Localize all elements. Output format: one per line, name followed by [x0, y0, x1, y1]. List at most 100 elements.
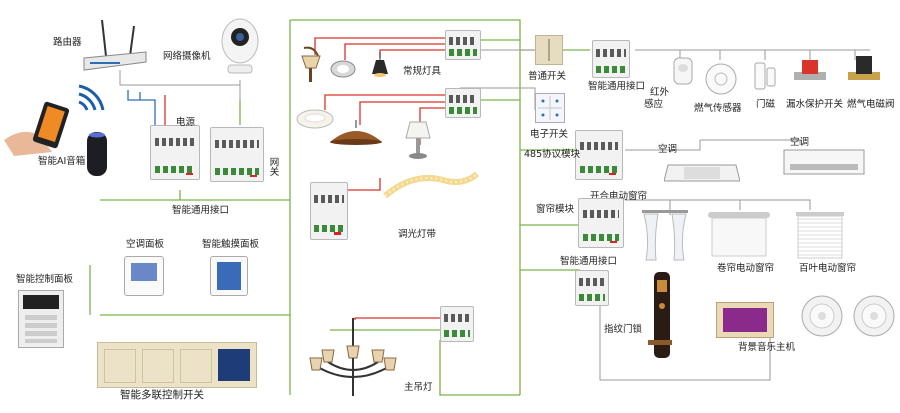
wifi-icon [78, 84, 105, 111]
aircon-label-2: 空调 [790, 137, 810, 148]
multi-switch-label: 智能多联控制开关 [120, 389, 204, 401]
multi-switch-device [97, 342, 257, 388]
touch-panel-label: 智能触摸面板 [202, 239, 260, 250]
ceiling-lamp-icon [296, 109, 334, 129]
protocol-485-label: 485协议模块 [524, 149, 581, 160]
wall-lamp [298, 42, 324, 86]
switch-gang-3 [180, 349, 212, 383]
status-led [460, 332, 467, 337]
door-magnet-device [754, 62, 776, 92]
status-led [595, 296, 602, 301]
leak-switch-label: 漏水保护开关 [786, 99, 844, 110]
led-strip-icon [383, 171, 479, 199]
gateway-module [210, 127, 264, 182]
dome-pendant-icon [330, 120, 382, 145]
phone-in-hand [4, 100, 82, 158]
speaker-icon [87, 132, 107, 176]
general-interface-module-2 [592, 40, 630, 78]
table-lamp-icon [405, 121, 431, 159]
power-module [150, 125, 200, 180]
dome-pendant [328, 120, 384, 146]
gas-sensor-label: 燃气传感器 [694, 103, 742, 114]
control-panel-label: 智能控制面板 [16, 274, 74, 285]
ai-speaker-label: 智能AI音箱 [38, 156, 86, 167]
louver-blind-icon [796, 212, 844, 259]
curtain-module [578, 198, 624, 248]
aircon-label-1: 空调 [658, 144, 678, 155]
status-led [186, 170, 193, 175]
general-interface-label-3: 智能通用接口 [560, 256, 618, 267]
switch-gang-1 [104, 349, 136, 383]
fingerprint-lock-icon [648, 272, 672, 358]
wifi-signal [75, 80, 109, 114]
pir-sensor [672, 56, 694, 86]
ceiling-lamp [296, 108, 334, 130]
aircon-cassette [663, 155, 741, 185]
ceiling-speaker-1 [800, 294, 844, 338]
smartphone-icon [4, 101, 70, 156]
gas-sensor-device [704, 62, 738, 96]
status-led [609, 170, 616, 175]
ceiling-speaker-icon [853, 295, 895, 337]
ceiling-speaker-icon [801, 295, 843, 337]
door-magnet-icon [754, 62, 776, 90]
data-wires [127, 90, 156, 125]
gas-valve-label: 燃气电磁阀 [847, 99, 895, 110]
aircon-duct [782, 146, 866, 178]
camera-label: 网络摄像机 [163, 51, 211, 62]
chandelier-icon [309, 318, 397, 396]
normal-switch-label: 普通开关 [528, 71, 567, 82]
control-panel-device [18, 290, 64, 348]
roller-blind-icon [708, 212, 770, 257]
bus-wires [89, 19, 590, 396]
ceiling-speaker-2 [852, 294, 896, 338]
electronic-switch-icon [538, 96, 562, 120]
lamp-module-1 [445, 30, 481, 60]
status-led [250, 172, 257, 177]
gas-valve-device [846, 54, 882, 88]
roller-curtain-device [706, 210, 772, 260]
switch-screen [218, 349, 250, 381]
open-close-curtain-device [640, 208, 690, 262]
infrared-label-1: 红外 [650, 87, 670, 98]
leak-switch-device [792, 58, 828, 88]
router-icon [83, 19, 147, 71]
touch-panel-screen [217, 262, 241, 290]
louver-curtain-label: 百叶电动窗帘 [799, 263, 857, 274]
chandelier-device [308, 318, 398, 402]
chandelier-label: 主吊灯 [404, 382, 433, 393]
aircon-duct-icon [783, 149, 865, 175]
dimming-strip-label: 调光灯带 [398, 229, 437, 240]
switch-rocker [548, 39, 550, 61]
table-lamp [404, 120, 432, 160]
gas-valve-icon [848, 56, 880, 80]
chandelier-module [440, 306, 474, 342]
curtain-module-label: 窗帘模块 [536, 204, 575, 215]
gas-sensor-icon [705, 63, 737, 95]
aircon-cassette-icon [663, 164, 741, 182]
control-panel-screen [23, 295, 59, 309]
curtain-icon [642, 210, 688, 261]
general-interface-module-3 [575, 270, 609, 306]
status-led [467, 50, 474, 55]
open-close-curtain-label: 开合电动窗帘 [590, 191, 648, 202]
dimming-module [310, 182, 348, 240]
general-interface-label-2: 智能通用接口 [588, 81, 646, 92]
normal-switch-device [535, 35, 563, 65]
status-led [334, 230, 341, 235]
router-device [80, 18, 150, 74]
led-strip [383, 170, 479, 202]
gateway-label: 网关 [267, 157, 279, 176]
wall-lamp-icon [301, 46, 321, 82]
ac-panel-screen [131, 263, 157, 281]
door-magnet-label: 门磁 [756, 99, 776, 110]
control-panel-buttons [25, 315, 57, 343]
protocol-485-module [575, 130, 623, 180]
ac-panel-device [124, 256, 164, 296]
louver-curtain-device [794, 210, 846, 260]
roller-curtain-label: 卷帘电动窗帘 [717, 263, 775, 274]
infrared-label-2: 感应 [644, 99, 664, 110]
pendant-icon [372, 52, 388, 77]
